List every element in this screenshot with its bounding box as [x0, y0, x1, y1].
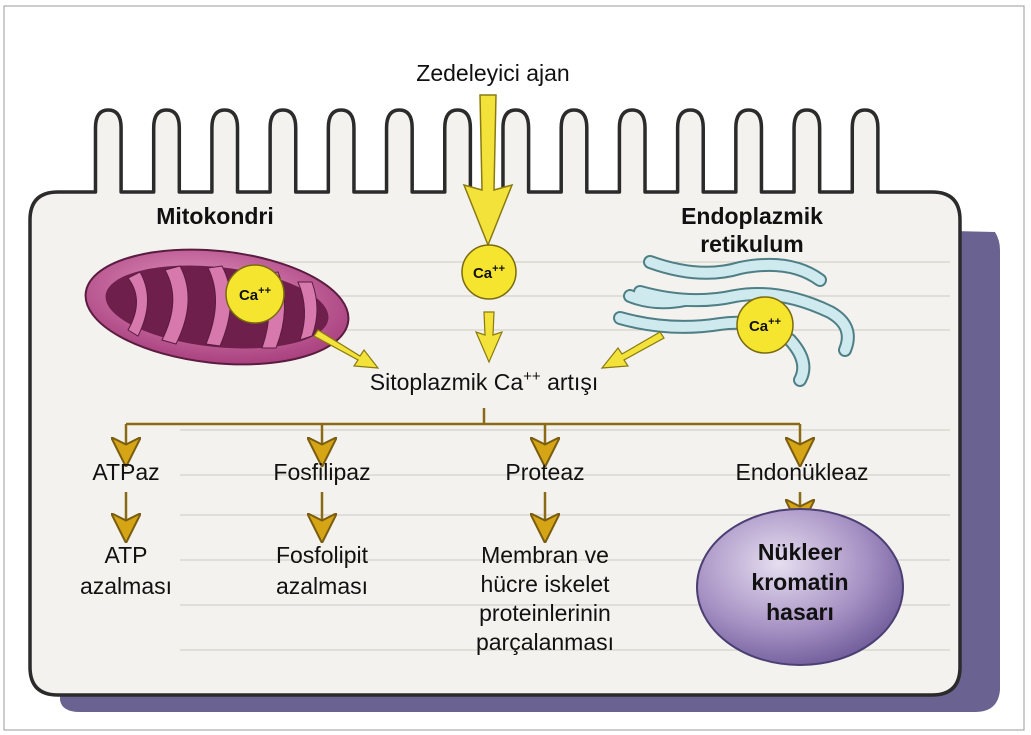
svg-text:Fosfolipit: Fosfolipit	[276, 542, 369, 568]
svg-text:ATP: ATP	[104, 542, 147, 568]
mitochondria-label: Mitokondri	[156, 203, 274, 229]
injurious-agent-label: Zedeleyici ajan	[416, 60, 569, 86]
er-label-line1: Endoplazmik	[681, 203, 823, 229]
svg-text:hasarı: hasarı	[766, 599, 834, 625]
calcium-center: Ca++	[462, 245, 516, 299]
svg-text:azalması: azalması	[276, 573, 368, 599]
enzyme-atpaz: ATPaz	[92, 459, 159, 485]
svg-text:kromatin: kromatin	[751, 569, 848, 595]
svg-text:Nükleer: Nükleer	[758, 539, 842, 565]
er-calcium-label: Ca	[749, 318, 769, 335]
svg-text:hücre iskelet: hücre iskelet	[480, 571, 610, 597]
enzyme-endonukleaz: Endonükleaz	[736, 459, 869, 485]
calcium-label: Ca	[473, 265, 493, 282]
enzyme-fosfilipaz: Fosfilipaz	[273, 459, 370, 485]
svg-text:proteinlerinin: proteinlerinin	[479, 600, 611, 626]
enzyme-proteaz: Proteaz	[505, 459, 584, 485]
cytoplasmic-calcium-rise: Sitoplazmik Ca++ artışı	[370, 368, 598, 395]
svg-text:azalması: azalması	[80, 573, 172, 599]
er-label-line2: retikulum	[700, 231, 804, 257]
mito-calcium-label: Ca	[239, 287, 259, 304]
svg-text:Membran ve: Membran ve	[481, 542, 609, 568]
svg-text:parçalanması: parçalanması	[476, 629, 614, 655]
